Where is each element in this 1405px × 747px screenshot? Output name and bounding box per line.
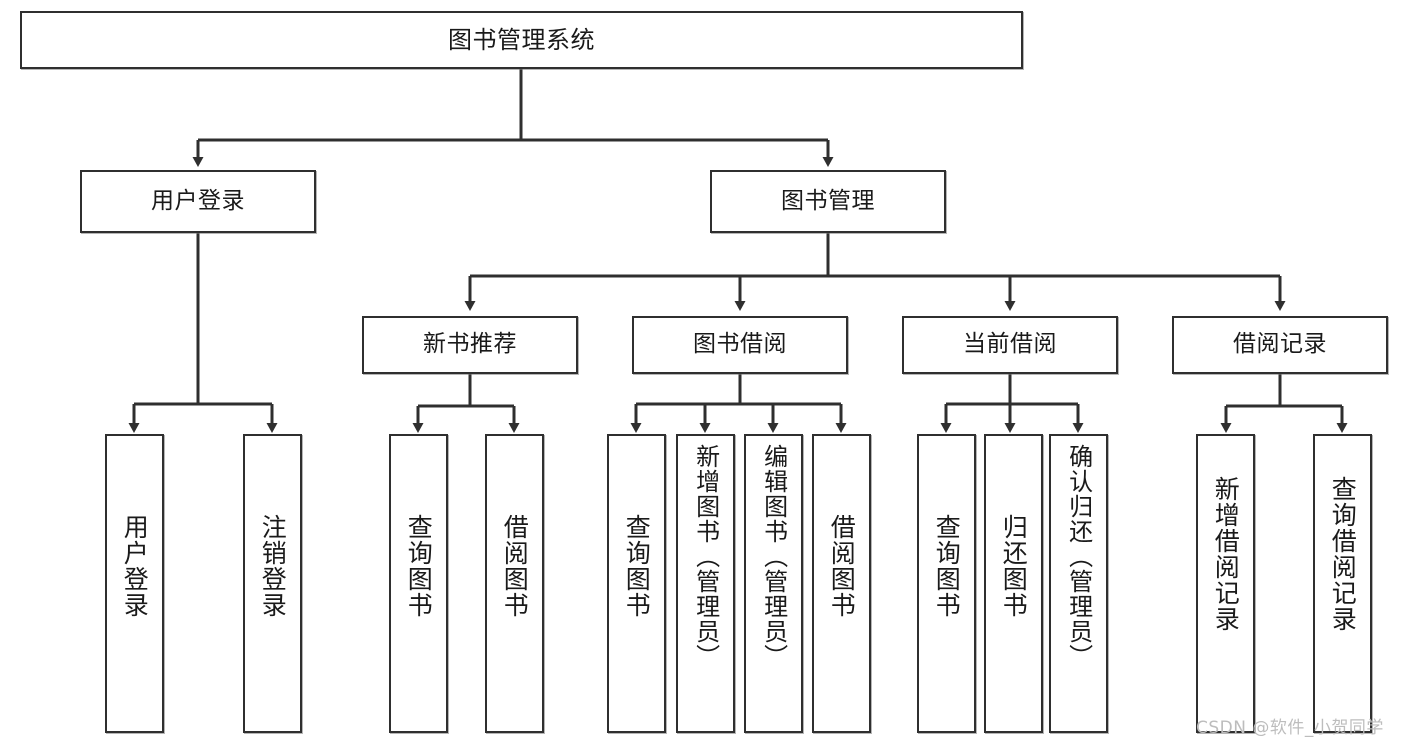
leaf-borrow-book-1[interactable]: 借阅图书 <box>485 434 544 733</box>
leaf-confirm-return-label: 确认归还（管理员） <box>1064 444 1093 669</box>
leaf-borrow-book-1-label: 借阅图书 <box>500 514 530 618</box>
leaf-add-book-label: 新增图书（管理员） <box>691 444 720 669</box>
node-root-label: 图书管理系统 <box>448 25 595 54</box>
node-user-login-label: 用户登录 <box>151 187 245 214</box>
leaf-add-book[interactable]: 新增图书（管理员） <box>676 434 735 733</box>
leaf-add-record-label: 新增借阅记录 <box>1211 476 1241 632</box>
leaf-query-record-label: 查询借阅记录 <box>1328 476 1358 632</box>
leaf-query-record[interactable]: 查询借阅记录 <box>1313 434 1372 733</box>
leaf-logout-label: 注销登录 <box>258 514 288 618</box>
leaf-edit-book[interactable]: 编辑图书（管理员） <box>744 434 803 733</box>
node-current-borrow[interactable]: 当前借阅 <box>902 316 1118 374</box>
leaf-logout[interactable]: 注销登录 <box>243 434 302 733</box>
leaf-return-book[interactable]: 归还图书 <box>984 434 1043 733</box>
csdn-watermark: CSDN @软件_小贺同学 <box>1196 718 1384 738</box>
node-user-login[interactable]: 用户登录 <box>80 170 316 233</box>
node-book-management[interactable]: 图书管理 <box>710 170 946 233</box>
leaf-user-login-label: 用户登录 <box>120 514 150 618</box>
leaf-query-book-3-label: 查询图书 <box>932 514 962 618</box>
leaf-add-record[interactable]: 新增借阅记录 <box>1196 434 1255 733</box>
leaf-borrow-book-2-label: 借阅图书 <box>827 514 857 618</box>
node-new-book-recommend[interactable]: 新书推荐 <box>362 316 578 374</box>
node-book-borrow[interactable]: 图书借阅 <box>632 316 848 374</box>
node-root[interactable]: 图书管理系统 <box>20 11 1023 69</box>
leaf-borrow-book-2[interactable]: 借阅图书 <box>812 434 871 733</box>
leaf-confirm-return[interactable]: 确认归还（管理员） <box>1049 434 1108 733</box>
node-book-management-label: 图书管理 <box>781 187 875 214</box>
node-new-book-recommend-label: 新书推荐 <box>423 331 517 358</box>
node-current-borrow-label: 当前借阅 <box>963 331 1057 358</box>
leaf-return-book-label: 归还图书 <box>999 514 1029 618</box>
leaf-user-login[interactable]: 用户登录 <box>105 434 164 733</box>
leaf-query-book-1[interactable]: 查询图书 <box>389 434 448 733</box>
node-book-borrow-label: 图书借阅 <box>693 331 787 358</box>
leaf-query-book-3[interactable]: 查询图书 <box>917 434 976 733</box>
leaf-query-book-1-label: 查询图书 <box>404 514 434 618</box>
leaf-edit-book-label: 编辑图书（管理员） <box>759 444 788 669</box>
node-borrow-record-label: 借阅记录 <box>1233 331 1327 358</box>
leaf-query-book-2-label: 查询图书 <box>622 514 652 618</box>
node-borrow-record[interactable]: 借阅记录 <box>1172 316 1388 374</box>
leaf-query-book-2[interactable]: 查询图书 <box>607 434 666 733</box>
